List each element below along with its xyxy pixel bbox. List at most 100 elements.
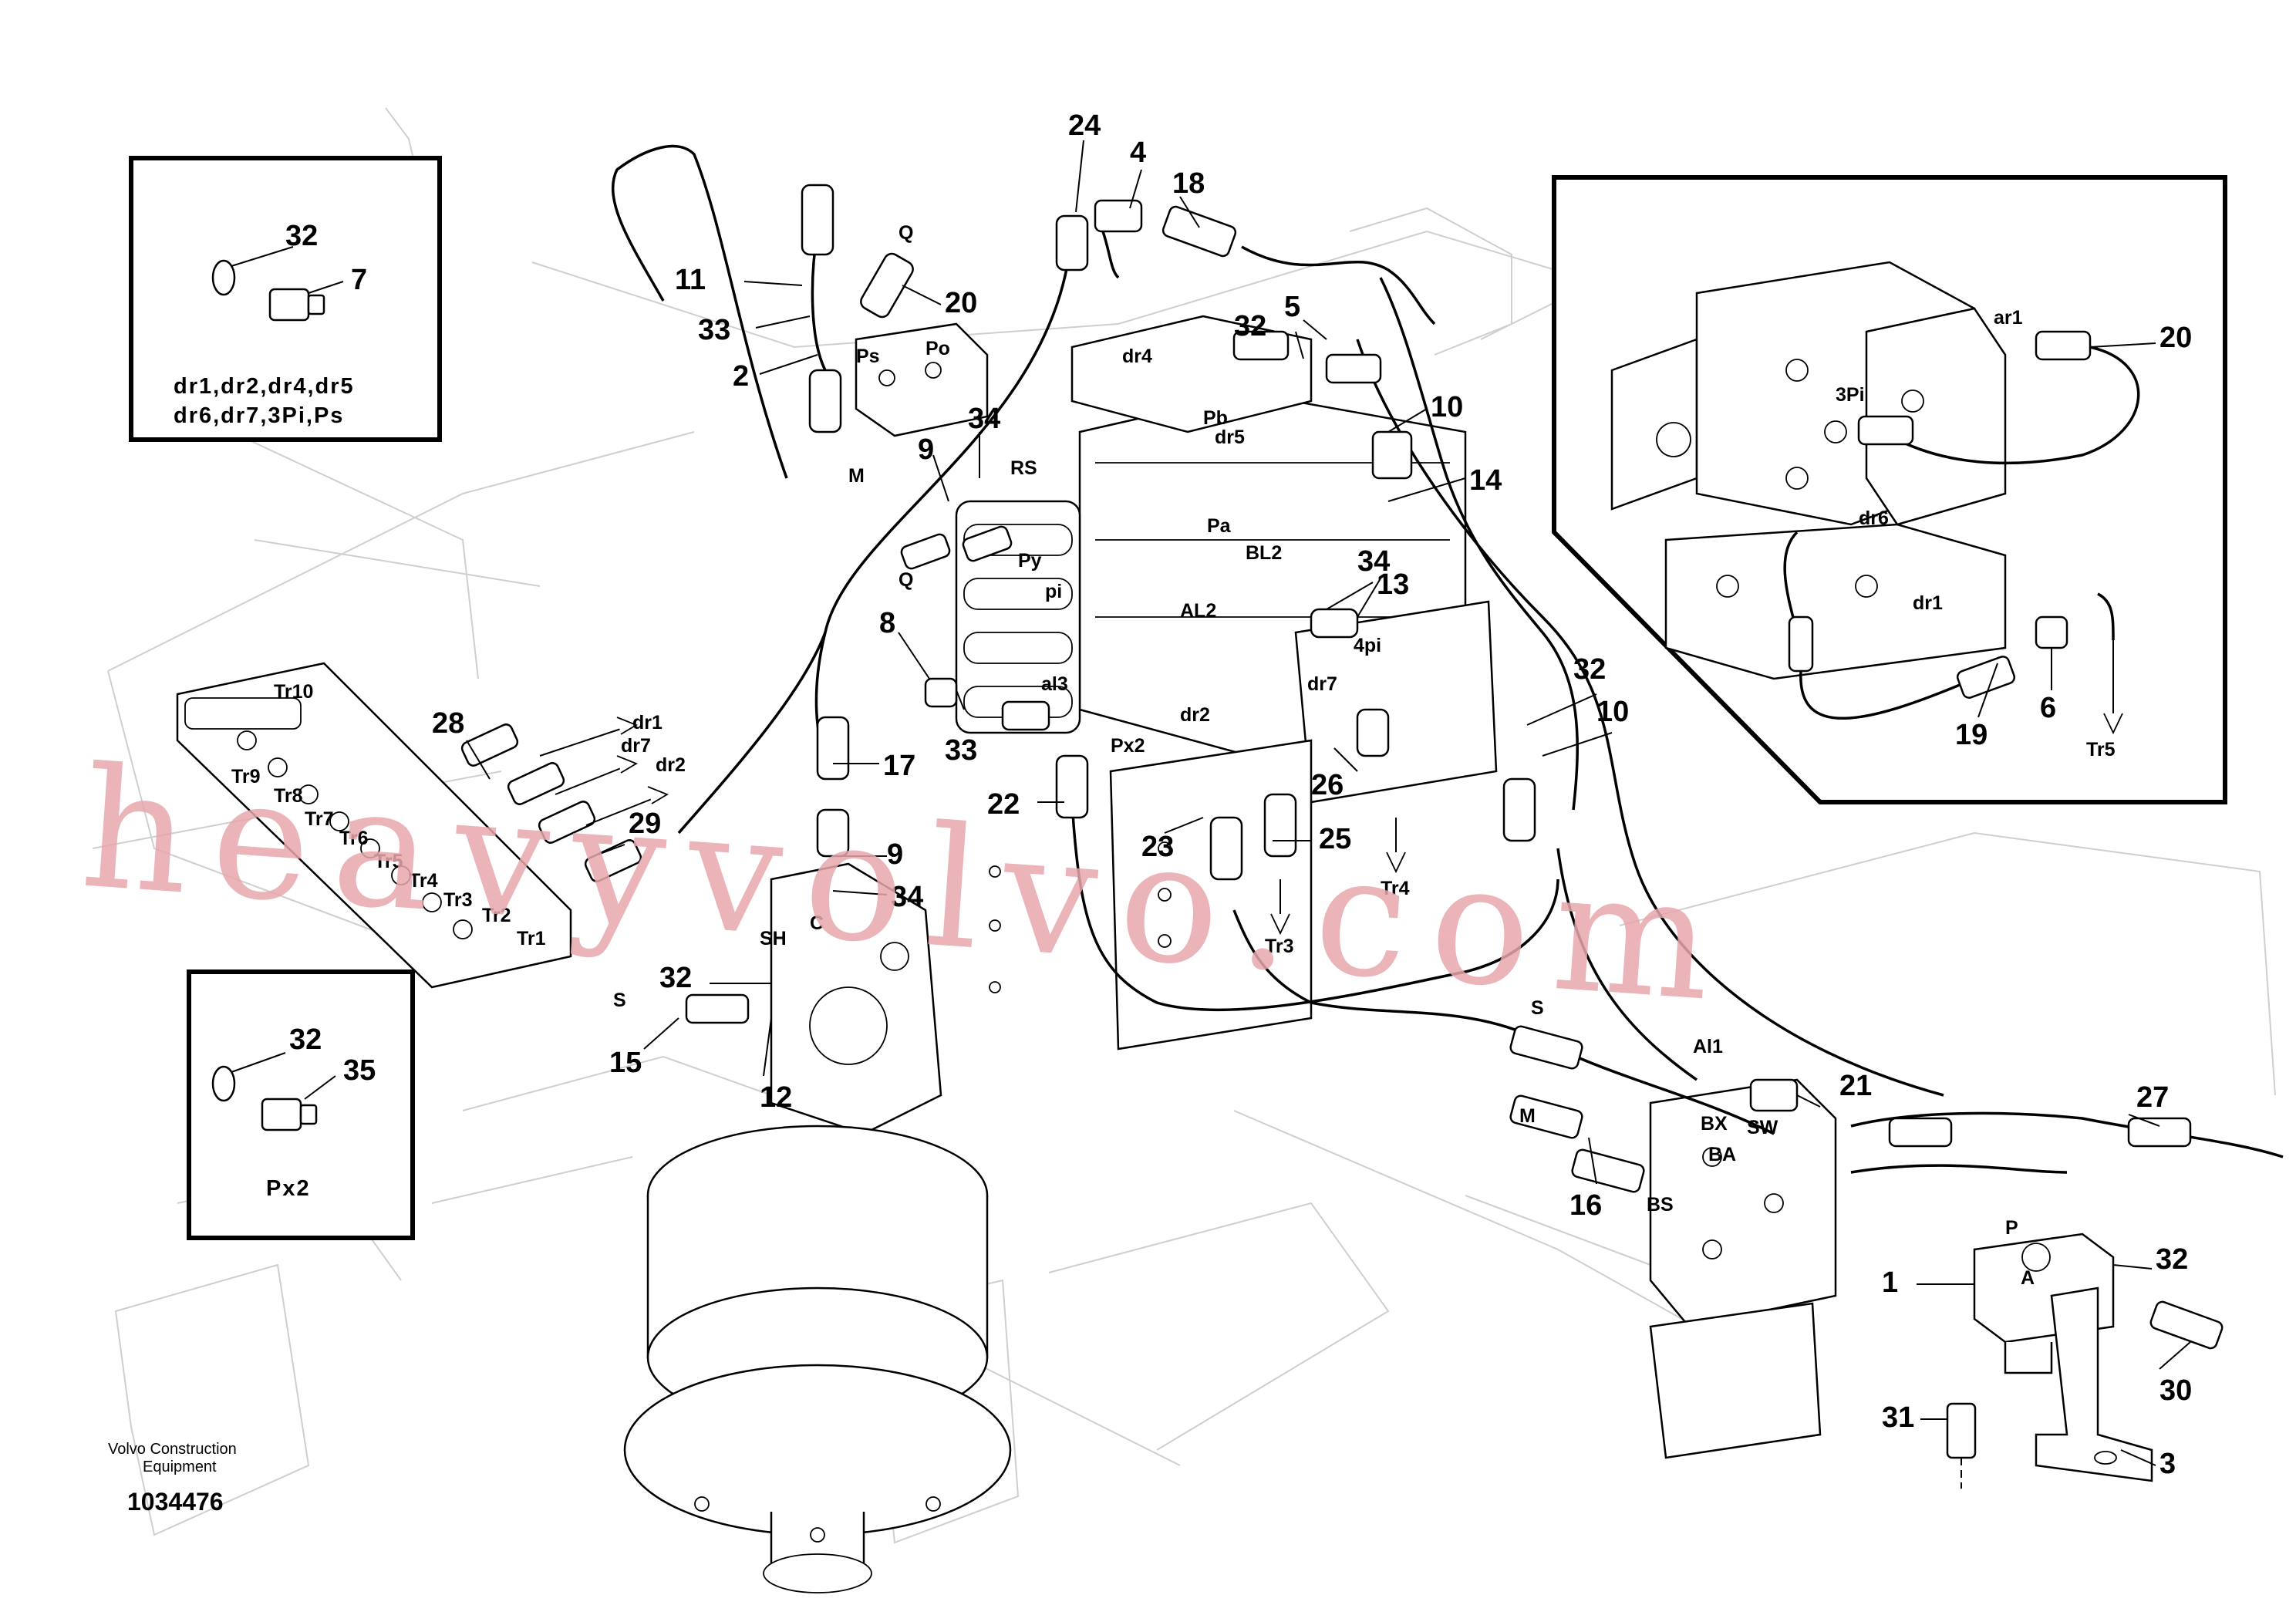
inset2-caption: Px2 <box>266 1176 311 1201</box>
callout-33-mid: 33 <box>945 734 977 767</box>
callout-8: 8 <box>879 607 895 639</box>
callout-26: 26 <box>1311 769 1344 801</box>
port-P: P <box>2005 1217 2018 1239</box>
port-Ps: Ps <box>856 346 880 367</box>
port-AL2: AL2 <box>1180 600 1216 622</box>
callout-22: 22 <box>987 788 1020 821</box>
port-SW: SW <box>1747 1117 1778 1138</box>
flow-dr2: dr2 <box>656 754 686 776</box>
port-M-top: M <box>848 465 865 487</box>
inset-box-fitting-32-35: 32 35 Px2 <box>187 969 415 1240</box>
callout-30: 30 <box>2159 1374 2192 1407</box>
callout-23: 23 <box>1141 831 1174 863</box>
port-dr7: dr7 <box>1307 673 1337 695</box>
callout-34-lower: 34 <box>891 881 923 913</box>
flow-arrows <box>539 717 1406 936</box>
bolt-part-30 <box>2149 1300 2224 1350</box>
detail-port-ar1: ar1 <box>1994 307 2023 329</box>
flow-Tr4: Tr4 <box>1381 878 1410 899</box>
port-RS: RS <box>1010 457 1037 479</box>
port-BL2: BL2 <box>1246 542 1282 564</box>
port-C: C <box>810 912 824 934</box>
callout-11: 11 <box>675 264 706 296</box>
callout-4: 4 <box>1130 137 1146 169</box>
callout-34-mid: 34 <box>1357 545 1390 578</box>
port-dr4: dr4 <box>1122 346 1152 367</box>
callout-15: 15 <box>609 1047 642 1079</box>
port-Tr10: Tr10 <box>274 681 313 703</box>
callout-16: 16 <box>1569 1189 1602 1222</box>
inset1-callout-7: 7 <box>351 264 367 296</box>
port-Px2: Px2 <box>1111 735 1145 757</box>
detail-port-dr1: dr1 <box>1913 592 1943 614</box>
callout-3: 3 <box>2159 1448 2176 1480</box>
callout-10-upper: 10 <box>1431 391 1463 423</box>
port-BX: BX <box>1701 1113 1728 1135</box>
bolt-part-31 <box>1946 1402 1977 1489</box>
callout-32-mid: 32 <box>1573 653 1606 686</box>
publisher-line1: Volvo Construction <box>108 1441 237 1458</box>
pilot-block <box>855 322 989 437</box>
callout-5: 5 <box>1284 291 1300 323</box>
port-S-left: S <box>613 990 626 1011</box>
port-Al1: Al1 <box>1693 1036 1723 1057</box>
callout-17: 17 <box>883 750 915 782</box>
detail-port-dr6: dr6 <box>1859 508 1889 529</box>
port-pi: pi <box>1045 581 1062 602</box>
callout-2: 2 <box>733 360 749 393</box>
inset2-callout-32: 32 <box>289 1023 322 1056</box>
callout-31: 31 <box>1882 1401 1914 1434</box>
port-4pi: 4pi <box>1354 635 1381 656</box>
detail-port-3Pi: 3Pi <box>1836 384 1865 406</box>
callout-9-mid: 9 <box>887 838 903 871</box>
flow-dr1: dr1 <box>632 712 663 733</box>
publisher-line2: Equipment <box>143 1458 217 1475</box>
port-Tr4-left: Tr4 <box>409 870 438 892</box>
callout-21: 21 <box>1839 1070 1872 1102</box>
inset1-caption-line1: dr1,dr2,dr4,dr5 <box>174 374 355 399</box>
hose-fittings <box>460 184 2192 1193</box>
callout-27: 27 <box>2136 1081 2169 1114</box>
port-BS: BS <box>1647 1194 1674 1216</box>
swing-motor <box>623 862 1012 1593</box>
callout-1: 1 <box>1882 1266 1898 1299</box>
port-M-right: M <box>1519 1105 1536 1127</box>
inset-box-valve-detail: 20 19 6 ar1 3Pi dr6 dr1 Tr5 <box>1552 175 2227 804</box>
callout-leaders <box>466 140 2191 1466</box>
drawing-number: 1034476 <box>127 1488 224 1516</box>
callout-13: 13 <box>1377 568 1409 601</box>
callout-32-lower: 32 <box>2156 1243 2188 1276</box>
port-Pb: Pb <box>1203 407 1228 429</box>
port-A: A <box>2021 1267 2035 1289</box>
port-al3: al3 <box>1041 673 1068 695</box>
port-Tr8: Tr8 <box>274 785 303 807</box>
port-Tr1: Tr1 <box>517 928 546 949</box>
detail-callout-6: 6 <box>2040 692 2056 724</box>
callout-9-upper: 9 <box>918 433 934 466</box>
callout-34-upper: 34 <box>968 403 1000 435</box>
return-manifold <box>176 662 572 989</box>
port-Tr6: Tr6 <box>339 828 369 849</box>
callout-14: 14 <box>1469 464 1502 497</box>
inset2-callout-35: 35 <box>343 1054 376 1087</box>
inset1-callout-32: 32 <box>285 220 318 252</box>
flow-dr7: dr7 <box>621 735 651 757</box>
callout-18: 18 <box>1172 167 1205 200</box>
callout-12: 12 <box>760 1081 792 1114</box>
machine-frame-outline <box>92 107 2276 1544</box>
port-Pa: Pa <box>1207 515 1232 537</box>
callout-29: 29 <box>629 808 661 840</box>
callout-33: 33 <box>698 314 730 346</box>
port-SH: SH <box>760 928 787 949</box>
callout-32-motor: 32 <box>659 962 692 994</box>
hoses <box>611 144 2284 1174</box>
port-S-right: S <box>1531 997 1544 1019</box>
flow-Tr3: Tr3 <box>1265 936 1294 957</box>
callout-32-upper: 32 <box>1234 310 1266 342</box>
port-Tr5-left: Tr5 <box>374 851 403 872</box>
callout-10-mid: 10 <box>1596 696 1629 728</box>
port-Q-mid: Q <box>899 569 913 591</box>
drawing-credit: Volvo Construction Equipment 1034476 <box>108 1441 237 1516</box>
port-Po: Po <box>925 338 950 359</box>
